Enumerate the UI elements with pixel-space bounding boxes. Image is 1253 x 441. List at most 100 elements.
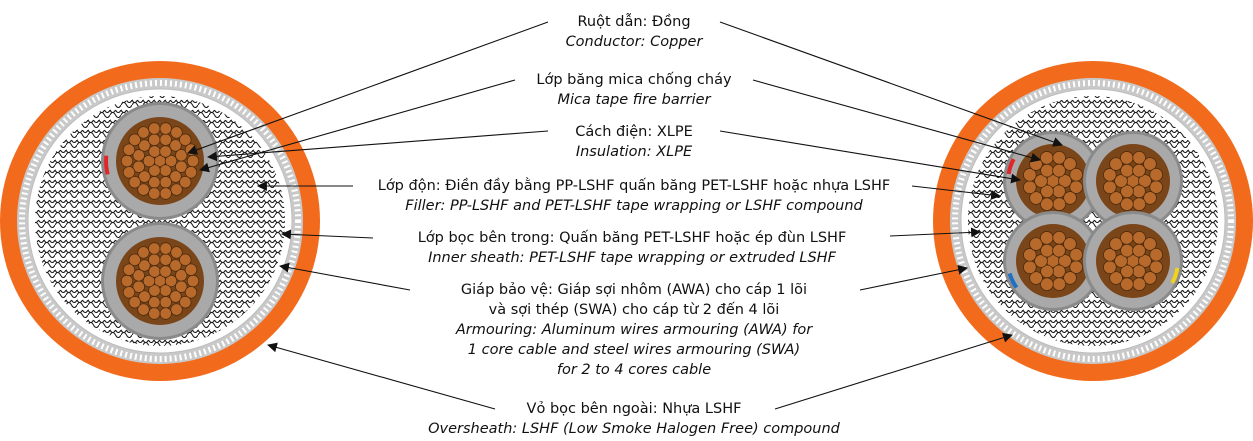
strand — [1058, 174, 1072, 188]
strand — [1138, 254, 1152, 268]
leader-inner-sheath-right — [889, 227, 981, 238]
strand — [175, 149, 188, 162]
strand — [138, 170, 151, 183]
leader-lines — [187, 21, 1063, 410]
strand — [184, 263, 198, 276]
strand — [1029, 271, 1043, 285]
strand — [170, 126, 183, 139]
strand — [1034, 254, 1048, 268]
strand — [169, 290, 182, 303]
strand — [1143, 271, 1157, 285]
label-insulation-vi: Cách điện: XLPE — [575, 124, 693, 140]
strand — [164, 154, 178, 168]
strand — [1143, 237, 1157, 251]
leader-insulation-right — [719, 130, 1021, 184]
strand — [1058, 254, 1072, 268]
strand — [1114, 174, 1128, 188]
strand — [159, 164, 172, 177]
strand — [137, 246, 150, 259]
strand — [1052, 197, 1067, 211]
strand — [1120, 243, 1134, 258]
cores-right — [1003, 131, 1183, 311]
strand — [1063, 271, 1077, 285]
strand — [148, 307, 161, 320]
core-color-mark-blue — [1007, 272, 1019, 289]
label-armour-en-2: 1 core cable and steel wires armouring (… — [468, 342, 800, 358]
strand — [1132, 184, 1146, 199]
strand — [1040, 163, 1054, 178]
strand — [1114, 254, 1128, 268]
strand — [159, 307, 172, 320]
core-color-mark-yellow — [1170, 267, 1180, 284]
strand — [1029, 191, 1043, 205]
strand — [179, 133, 192, 146]
strand — [159, 187, 172, 200]
label-armour-en-1: Armouring: Aluminum wires armouring (AWA… — [455, 322, 813, 338]
label-filler-en: Filler: PP-LSHF and PET-LSHF tape wrappi… — [405, 198, 863, 214]
strand — [148, 187, 161, 200]
strand — [1132, 264, 1146, 279]
strand — [1023, 168, 1037, 182]
armour-wires-left — [19, 80, 301, 362]
strand — [1063, 237, 1077, 251]
leader-mica-left — [199, 79, 516, 173]
strand — [148, 253, 161, 266]
strand — [122, 286, 136, 299]
strand — [1069, 247, 1083, 262]
label-inner-sheath-vi: Lớp bọc bên trong: Quấn băng PET-LSHF ho… — [418, 230, 847, 246]
strand — [1120, 163, 1134, 178]
strand — [142, 154, 156, 168]
strand — [1149, 247, 1163, 262]
strand — [128, 253, 141, 266]
strand — [1029, 237, 1043, 251]
leader-conductor-left — [187, 21, 549, 155]
strand — [138, 139, 151, 152]
strand — [1103, 260, 1117, 275]
label-insulation-en: Insulation: XLPE — [576, 144, 693, 160]
strand — [1132, 277, 1147, 291]
core-1 — [101, 102, 219, 220]
strand — [1119, 151, 1134, 165]
cores-left — [101, 102, 219, 340]
strand — [122, 263, 136, 276]
strand — [159, 176, 172, 189]
strand — [1052, 184, 1066, 199]
core-3 — [1003, 211, 1103, 311]
strand — [186, 274, 200, 288]
label-oversheath-vi: Vỏ bọc bên ngoài: Nhựa LSHF — [527, 401, 742, 417]
strand — [159, 122, 172, 135]
strand — [164, 274, 178, 288]
label-filler-vi: Lớp độn: Điền đầy bằng PP-LSHF quấn băng… — [378, 177, 891, 194]
strand — [184, 286, 198, 299]
leader-insulation-left — [207, 130, 549, 162]
strand — [1120, 197, 1134, 211]
strand — [120, 274, 134, 288]
strand — [132, 269, 145, 282]
strand — [170, 246, 183, 259]
label-armour-vi-2: và sợi thép (SWA) cho cáp từ 2 đến 4 lõi — [489, 301, 780, 318]
core-color-mark-red — [104, 155, 110, 175]
leader-oversheath-left — [267, 342, 496, 410]
strand — [1052, 264, 1066, 279]
core-2 — [1083, 131, 1183, 231]
strand — [1109, 271, 1123, 285]
strand — [1132, 163, 1146, 178]
strand — [122, 166, 136, 179]
strand — [1052, 243, 1066, 258]
strand — [120, 154, 134, 168]
strand — [1052, 231, 1066, 245]
strand — [1063, 157, 1077, 171]
strand — [1052, 277, 1067, 291]
filler-left — [35, 96, 285, 346]
filler-right — [968, 96, 1218, 346]
two-core-cable — [0, 61, 320, 381]
strand — [179, 176, 192, 189]
strand — [137, 126, 150, 139]
strand — [1034, 174, 1048, 188]
strand — [148, 145, 161, 158]
leader-armour-right — [859, 264, 968, 291]
strand — [1040, 243, 1054, 258]
strand — [1143, 191, 1157, 205]
